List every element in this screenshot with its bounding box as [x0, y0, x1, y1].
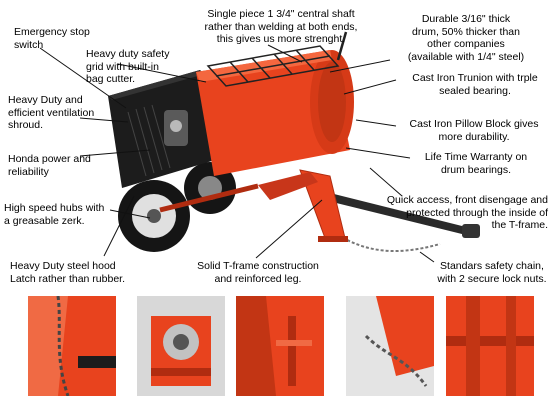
thumbnail-t-frame — [446, 296, 534, 396]
callout-warranty: Life Time Warranty on drum bearings. — [424, 151, 528, 176]
callout-emergency-stop: Emergency stop switch — [14, 26, 90, 51]
leader-lines — [39, 44, 435, 263]
callout-central-shaft: Single piece 1 3/4" central shaft rather… — [204, 8, 358, 45]
callout-quick-access: Quick access, front disengage and protec… — [386, 194, 548, 231]
callout-ventilation-shroud: Heavy Duty and efficient ventilation shr… — [8, 94, 95, 131]
pillow-block-closeup-icon — [137, 296, 225, 396]
thumbnail-chain-hitch — [28, 296, 116, 396]
drum-latch-closeup-icon — [236, 296, 324, 396]
callout-high-speed-hubs: High speed hubs with a greasable zerk. — [4, 202, 105, 227]
central-shaft-handle — [336, 31, 348, 61]
callout-hood-latch: Heavy Duty steel hood Latch rather than … — [10, 260, 125, 285]
t-frame-leg — [258, 169, 348, 242]
thumbnail-pillow-block — [137, 296, 225, 396]
t-frame-closeup-icon — [446, 296, 534, 396]
thumbnail-drum-latch — [236, 296, 324, 396]
callout-safety-grid: Heavy duty safety grid with built-in bag… — [86, 48, 170, 85]
callout-pillow-block: Cast Iron Pillow Block gives more durabi… — [409, 118, 539, 143]
front-wheel — [118, 180, 190, 252]
callout-t-frame: Solid T-frame construction and reinforce… — [197, 260, 319, 285]
chain-hitch-closeup-icon — [28, 296, 116, 396]
honda-engine-shroud — [108, 70, 215, 188]
callout-safety-chain: Standars safety chain, with 2 secure loc… — [437, 260, 547, 285]
callout-honda-power: Honda power and reliability — [8, 153, 91, 178]
mixer-drum — [196, 50, 354, 176]
callout-trunion: Cast Iron Trunion with trple sealed bear… — [412, 72, 538, 97]
callout-drum: Durable 3/16" thick drum, 50% thicker th… — [407, 13, 525, 63]
thumbnail-chain-lock — [346, 296, 434, 396]
chain-lock-closeup-icon — [346, 296, 434, 396]
tow-bar — [316, 190, 480, 238]
